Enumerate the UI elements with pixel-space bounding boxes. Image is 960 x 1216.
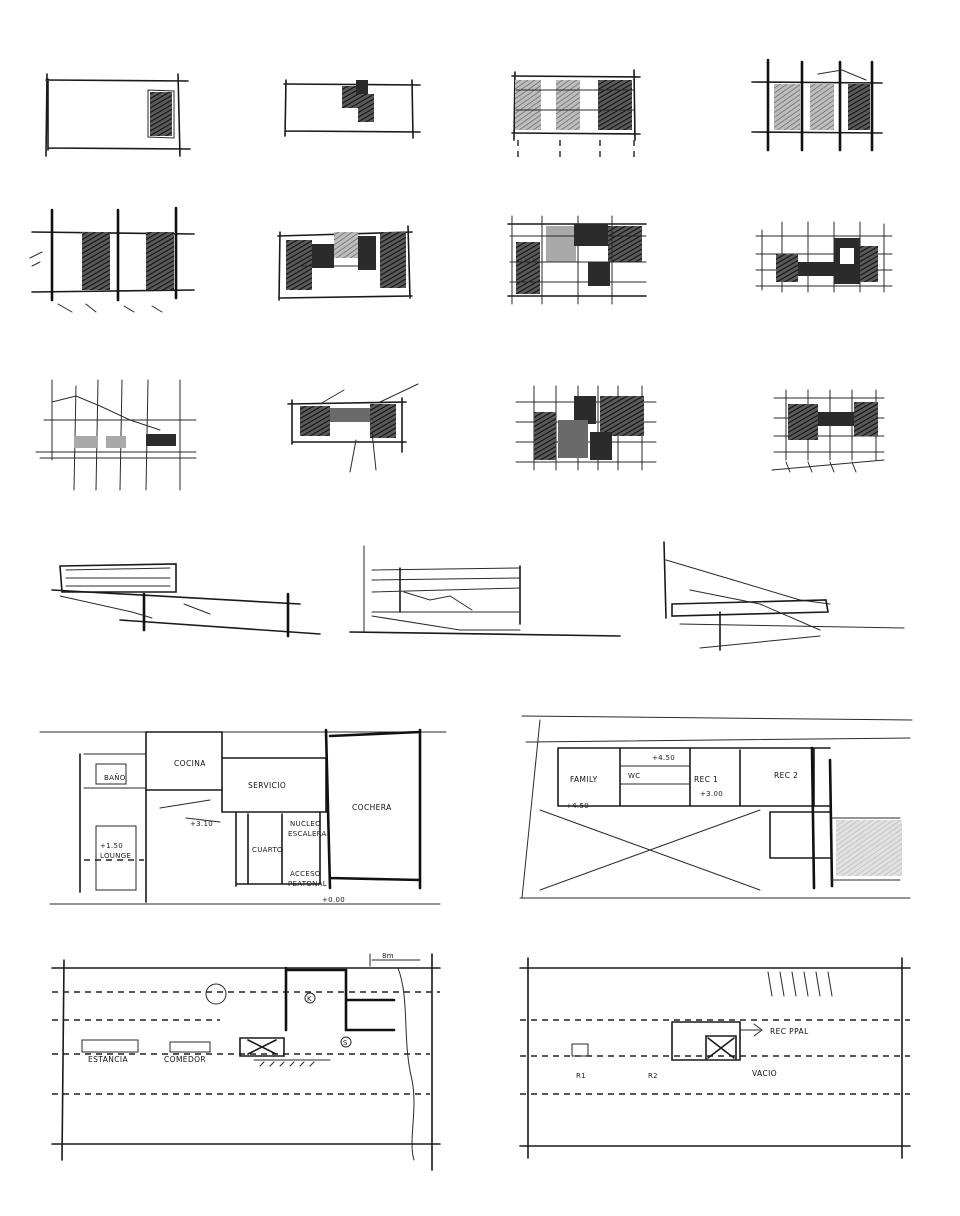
label-servicio: SERVICIO xyxy=(248,781,286,790)
sketch-r3-c2 xyxy=(287,383,419,473)
label-bano: BAÑO xyxy=(104,773,126,782)
label-estancia: ESTANCIA xyxy=(88,1055,128,1064)
label-escalera: ESCALERA xyxy=(288,830,327,838)
sketch-r2-c4 xyxy=(755,221,893,293)
site-plan-2: REC PPAL R1 R2 VACIO xyxy=(519,957,911,1159)
label-level-entry: +0.00 xyxy=(322,896,345,904)
label-cuarto: CUARTO xyxy=(252,846,283,854)
label-comedor: COMEDOR xyxy=(164,1055,206,1064)
label-level-lounge: +1.50 xyxy=(100,842,123,850)
sketch-r3-c4 xyxy=(771,389,885,473)
sketch-r3-c1 xyxy=(35,379,197,491)
label-level-rec: +3.00 xyxy=(700,790,723,798)
label-r2: R2 xyxy=(648,1072,658,1080)
sketch-r1-c4 xyxy=(751,58,883,152)
label-level-upper: +3.10 xyxy=(190,820,213,828)
sketch-r1-c2 xyxy=(283,79,421,139)
section-sketch-3 xyxy=(663,541,905,651)
label-vacio: VACIO xyxy=(752,1069,777,1078)
sketch-r2-c1 xyxy=(29,206,195,313)
site-plan-1: 8m ESTANCIA COMEDOR K S xyxy=(51,952,441,1171)
floor-plan-2: FAMILY WC +4.50 REC 1 REC 2 +3.00 +4.50 xyxy=(519,715,913,899)
label-rec2: REC 2 xyxy=(774,771,798,780)
label-level-upper-2: +4.50 xyxy=(652,754,675,762)
sketch-r2-c3 xyxy=(507,215,647,305)
label-rec1: REC 1 xyxy=(694,775,718,784)
label-cochera: COCHERA xyxy=(352,803,392,812)
marker-s: S xyxy=(343,1039,348,1047)
marker-k: K xyxy=(307,995,312,1003)
label-acceso: ACCESO xyxy=(290,870,321,878)
label-cocina: COCINA xyxy=(174,759,206,768)
sketch-r2-c2 xyxy=(277,225,413,301)
sketch-r1-c3 xyxy=(511,69,641,160)
floor-plan-1: COCINA SERVICIO COCHERA BAÑO +1.50 LOUNG… xyxy=(39,728,447,905)
label-level-family: +4.50 xyxy=(566,802,589,810)
sketch-r1-c1 xyxy=(45,73,191,157)
label-rec-ppal: REC PPAL xyxy=(770,1027,809,1036)
section-sketch-2 xyxy=(349,545,621,637)
label-dimension: 8m xyxy=(382,952,394,960)
label-family: FAMILY xyxy=(570,775,598,784)
label-lounge: LOUNGE xyxy=(100,852,131,860)
sketch-r3-c3 xyxy=(515,385,657,471)
section-sketch-1 xyxy=(51,563,321,638)
label-peatonal: PEATONAL xyxy=(288,880,327,888)
label-wc: WC xyxy=(628,772,640,780)
label-r1: R1 xyxy=(576,1072,586,1080)
label-nucleo: NUCLEO xyxy=(290,820,321,828)
